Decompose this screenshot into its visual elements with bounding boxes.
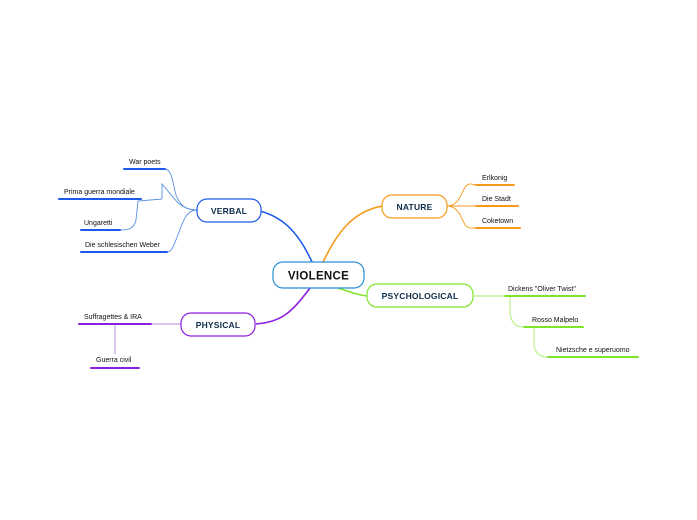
connector-central-physical — [255, 287, 311, 325]
physical-leaves: Suffragettes & IRA Guerra civil — [84, 314, 142, 364]
leaf-dickens-oliver-twist[interactable]: Dickens "Oliver Twist" — [508, 286, 576, 293]
verbal-subtopic-connectors — [119, 168, 198, 253]
nature-subtopic-connectors — [446, 183, 477, 229]
topic-psychological-label: PSYCHOLOGICAL — [382, 291, 459, 301]
psychological-leaves: Dickens "Oliver Twist" Rosso Malpelo Nie… — [508, 286, 630, 354]
physical-subtopic-connectors — [114, 323, 181, 354]
leaf-die-stadt[interactable]: Die Stadt — [482, 196, 511, 203]
leaf-ungaretti[interactable]: Ungaretti — [84, 220, 113, 227]
connector-central-verbal — [259, 210, 313, 263]
leaf-nietzsche-e-superuomo[interactable]: Nietzsche e superuomo — [556, 347, 630, 354]
leaf-war-poets[interactable]: War poets — [129, 159, 161, 166]
topic-physical-label: PHYSICAL — [196, 320, 241, 330]
central-topic[interactable]: VIOLENCE — [272, 261, 365, 289]
verbal-leaves: War poets Prima guerra mondiale Ungarett… — [64, 159, 161, 249]
topic-psychological[interactable]: PSYCHOLOGICAL — [366, 283, 474, 308]
leaf-die-schlesischen-weber[interactable]: Die schlesischen Weber — [85, 242, 161, 249]
psychological-subtopic-connectors — [474, 295, 549, 358]
nature-leaves: Erlkonig Die Stadt Coketown — [482, 175, 513, 225]
topic-physical[interactable]: PHYSICAL — [180, 312, 256, 337]
connector-central-nature — [322, 205, 383, 263]
topic-verbal[interactable]: VERBAL — [196, 198, 262, 223]
topic-nature-label: NATURE — [397, 202, 433, 212]
leaf-rosso-malpelo[interactable]: Rosso Malpelo — [532, 317, 578, 324]
leaf-erlkonig[interactable]: Erlkonig — [482, 175, 507, 182]
leaf-prima-guerra-mondiale[interactable]: Prima guerra mondiale — [64, 189, 135, 196]
topic-nature[interactable]: NATURE — [381, 194, 448, 219]
leaf-underlines — [58, 168, 639, 369]
connector-central-psychological — [337, 287, 368, 297]
central-topic-label: VIOLENCE — [288, 271, 349, 283]
leaf-guerra-civil[interactable]: Guerra civil — [96, 357, 132, 364]
leaf-suffragettes-ira[interactable]: Suffragettes & IRA — [84, 314, 142, 321]
topic-verbal-label: VERBAL — [211, 206, 247, 216]
leaf-coketown[interactable]: Coketown — [482, 218, 513, 225]
